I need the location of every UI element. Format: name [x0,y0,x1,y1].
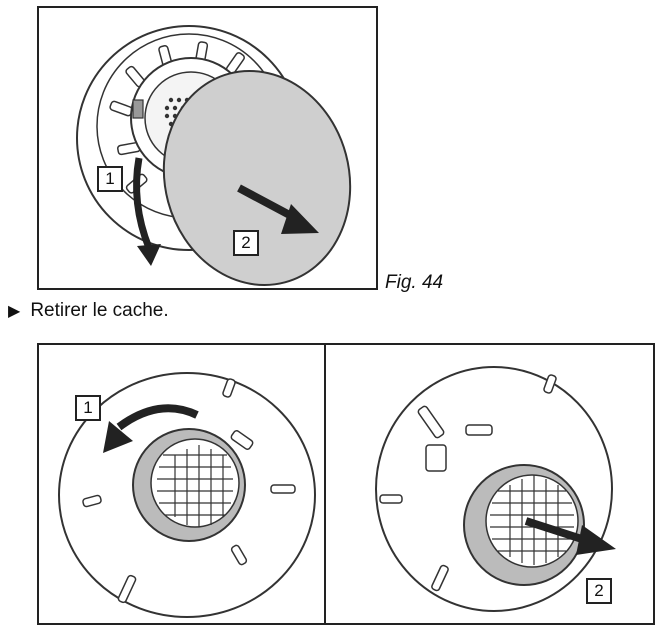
left-rotate-arrow-icon [116,404,199,431]
filter-removal-panel: 1 2 [37,343,655,625]
rotate-arrow-icon [133,157,153,250]
step-label-2: 2 [233,230,259,256]
play-triangle-icon: ▶ [8,303,21,320]
step-label-1: 1 [97,166,123,192]
step-label-2-right-panel: 2 [586,578,612,604]
panel-divider [324,345,326,623]
figure-caption: Fig. 44 [385,272,444,293]
cover-removal-illustration [76,25,352,287]
figure-44-panel: 1 2 [37,6,378,290]
step-label-1-left-panel: 1 [75,395,101,421]
instruction-line: ▶ Retirer le cache. [8,300,169,322]
left-filter-grid [157,445,233,527]
pull-filter-illustration [375,366,616,612]
instruction-text: Retirer le cache. [30,300,169,321]
rotate-filter-illustration [58,372,316,618]
right-pull-arrow-icon [524,517,590,545]
